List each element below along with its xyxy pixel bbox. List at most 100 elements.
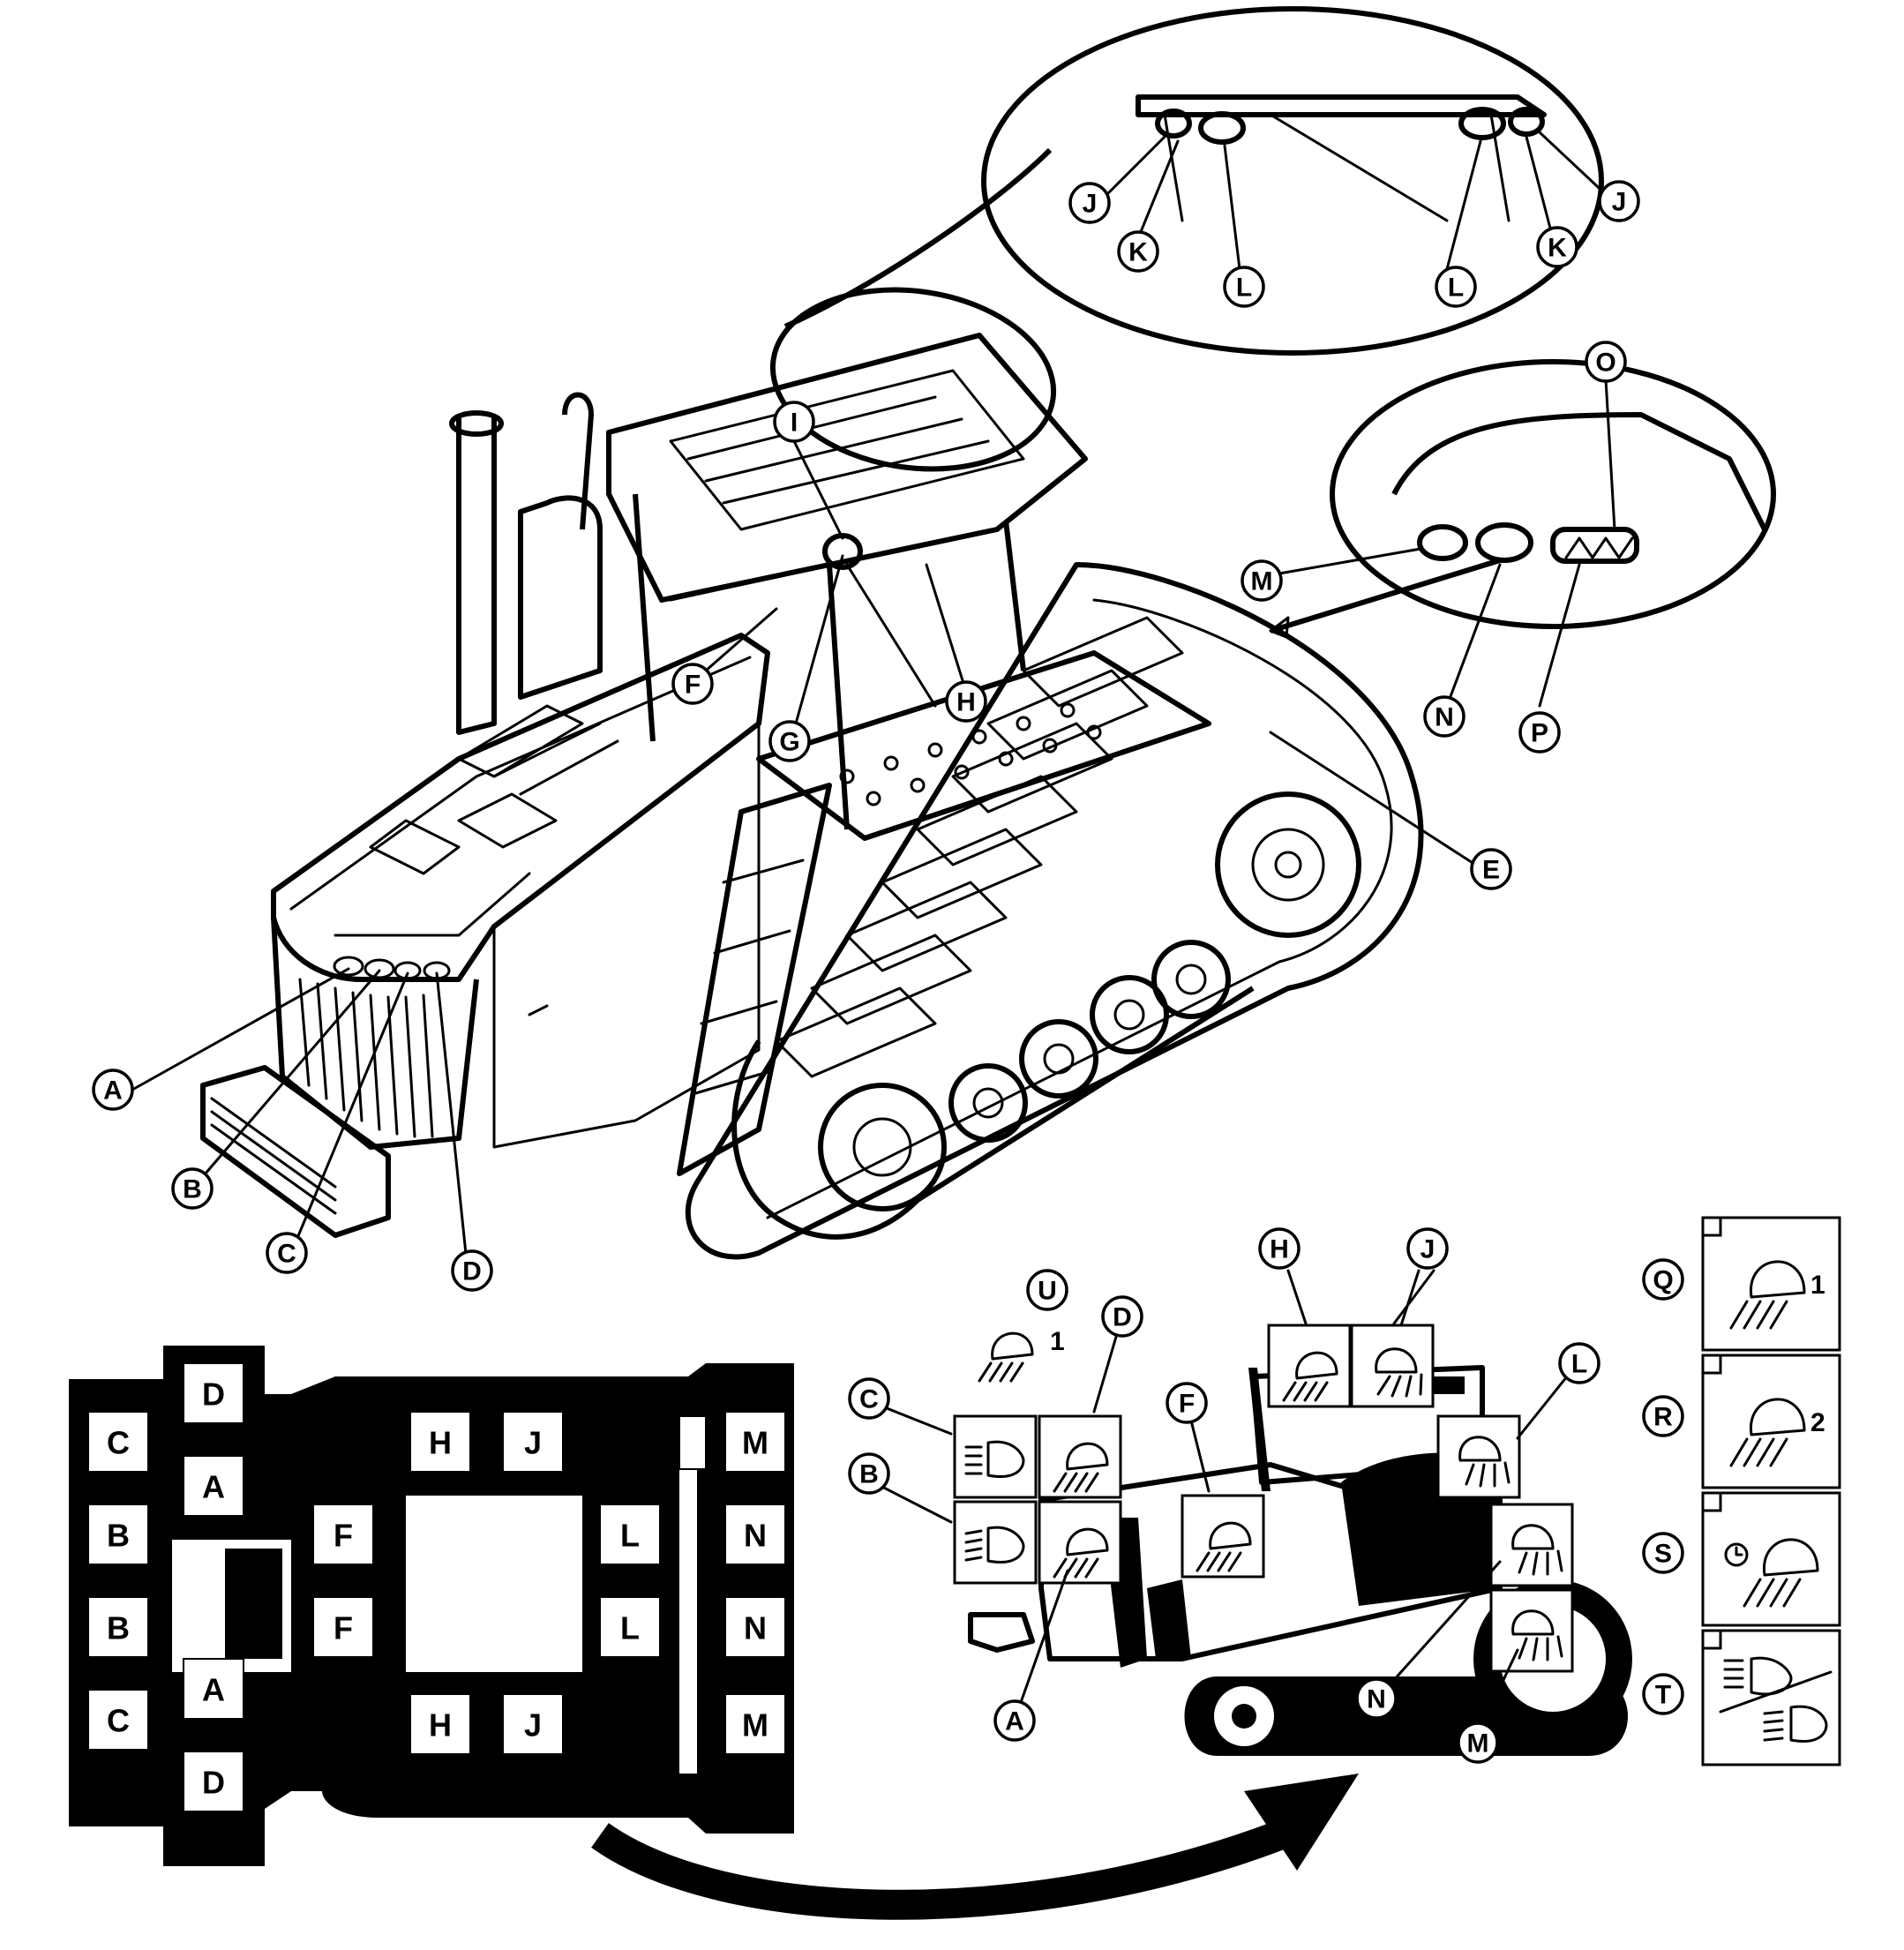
icon-box-n xyxy=(1489,1503,1574,1587)
svg-text:H: H xyxy=(429,1425,452,1461)
icon-box-a xyxy=(1038,1500,1122,1585)
headlight-icon xyxy=(964,1526,1025,1564)
svg-text:K: K xyxy=(1548,234,1567,263)
svg-text:L: L xyxy=(1571,1350,1587,1379)
switch-r-number: 2 xyxy=(1810,1408,1825,1437)
svg-text:A: A xyxy=(103,1076,123,1106)
icon-box-c xyxy=(953,1414,1038,1499)
callout-q: Q xyxy=(1642,1258,1684,1301)
callout-g: G xyxy=(768,720,811,762)
callout-o-rear: O xyxy=(1585,341,1627,383)
callout-j-right: J xyxy=(1598,180,1640,222)
work-light-icon xyxy=(1729,1260,1806,1330)
svg-text:I: I xyxy=(791,409,798,438)
callout-j-side: J xyxy=(1406,1227,1449,1270)
curved-arrow xyxy=(591,1774,1359,1920)
callout-n-side: N xyxy=(1355,1677,1398,1720)
side-view-icons: 1 xyxy=(953,1324,1574,1673)
svg-text:J: J xyxy=(524,1425,542,1461)
callout-d-side: D xyxy=(1101,1295,1143,1338)
callout-n-rear: N xyxy=(1423,695,1465,738)
grid-cell-f-top: F xyxy=(312,1504,374,1565)
svg-text:M: M xyxy=(1467,1729,1489,1759)
callout-k-right: K xyxy=(1536,226,1578,268)
icon-box-l xyxy=(1436,1414,1521,1499)
timer-light-icon xyxy=(1724,1538,1819,1608)
roof-inset xyxy=(769,6,1612,472)
work-light-icon xyxy=(1375,1347,1423,1398)
svg-text:N: N xyxy=(744,1518,767,1554)
rear-track xyxy=(685,562,1424,1260)
callout-r: R xyxy=(1642,1395,1684,1437)
callout-t: T xyxy=(1642,1673,1684,1715)
svg-text:L: L xyxy=(1448,274,1464,303)
svg-text:C: C xyxy=(277,1240,296,1269)
svg-text:C: C xyxy=(107,1425,130,1461)
callout-u: U xyxy=(1026,1269,1068,1311)
svg-text:C: C xyxy=(107,1703,130,1739)
svg-text:H: H xyxy=(429,1707,452,1744)
work-light-icon xyxy=(1458,1436,1510,1488)
svg-text:B: B xyxy=(107,1518,130,1554)
svg-text:J: J xyxy=(524,1707,542,1744)
callout-f: F xyxy=(671,663,714,705)
callout-l-left: L xyxy=(1223,266,1265,308)
callout-m-side: M xyxy=(1457,1721,1499,1764)
icon-u-number: 1 xyxy=(1050,1327,1065,1356)
svg-text:D: D xyxy=(462,1257,482,1286)
svg-text:R: R xyxy=(1653,1403,1673,1432)
callout-h-side: H xyxy=(1258,1227,1301,1270)
svg-text:J: J xyxy=(1612,188,1627,217)
switch-s xyxy=(1701,1491,1841,1627)
callout-c-side: C xyxy=(848,1377,890,1420)
work-light-icon xyxy=(1282,1351,1338,1402)
switch-q-number: 1 xyxy=(1810,1271,1825,1300)
callout-e: E xyxy=(1470,848,1512,890)
callout-k-left: K xyxy=(1117,230,1159,273)
work-light-icon xyxy=(1511,1609,1563,1661)
high-low-beam-icon xyxy=(1719,1656,1833,1743)
grid-cell-l-top: L xyxy=(599,1504,661,1565)
grid-cell-f-bottom: F xyxy=(312,1596,374,1658)
svg-text:M: M xyxy=(742,1707,768,1744)
svg-text:H: H xyxy=(956,688,976,717)
light-layout-grid: C B B C D A A D F F H H J J L L M N N M xyxy=(69,1346,794,1866)
grid-cell-m-top: M xyxy=(724,1411,786,1473)
work-light-icon xyxy=(1053,1442,1109,1493)
grid-cell-h-bottom: H xyxy=(409,1693,471,1755)
svg-text:A: A xyxy=(202,1469,225,1505)
callout-p-rear: P xyxy=(1518,711,1561,754)
icon-box-j xyxy=(1350,1324,1435,1408)
callout-a-side: A xyxy=(993,1699,1036,1742)
tractor-illustration xyxy=(200,333,1424,1260)
svg-text:J: J xyxy=(1083,190,1098,219)
headlight-icon xyxy=(964,1440,1025,1478)
grid-cell-c-bottom: C xyxy=(87,1689,149,1751)
svg-text:N: N xyxy=(744,1610,767,1646)
svg-text:D: D xyxy=(1113,1303,1132,1332)
grid-cell-b-top: B xyxy=(87,1504,149,1565)
svg-text:J: J xyxy=(1421,1235,1435,1264)
svg-text:D: D xyxy=(202,1376,225,1413)
svg-text:H: H xyxy=(1270,1235,1289,1264)
svg-text:T: T xyxy=(1655,1681,1671,1710)
grid-cell-n-bottom: N xyxy=(724,1596,786,1658)
callout-c-front: C xyxy=(266,1232,308,1274)
icon-box-m xyxy=(1489,1588,1574,1673)
svg-text:L: L xyxy=(620,1518,640,1554)
grid-cell-l-bottom: L xyxy=(599,1596,661,1658)
svg-text:D: D xyxy=(202,1765,225,1801)
svg-text:L: L xyxy=(620,1610,640,1646)
icon-box-h xyxy=(1267,1324,1352,1408)
callout-s: S xyxy=(1642,1532,1684,1574)
grid-cell-n-top: N xyxy=(724,1504,786,1565)
svg-text:N: N xyxy=(1435,703,1454,732)
svg-text:M: M xyxy=(742,1425,768,1461)
svg-text:O: O xyxy=(1595,349,1615,378)
callout-a-front: A xyxy=(92,1069,134,1111)
grid-cell-h-top: H xyxy=(409,1411,471,1473)
work-light-icon xyxy=(1729,1398,1806,1467)
work-light-icon-u xyxy=(978,1331,1034,1383)
svg-text:P: P xyxy=(1531,719,1548,748)
